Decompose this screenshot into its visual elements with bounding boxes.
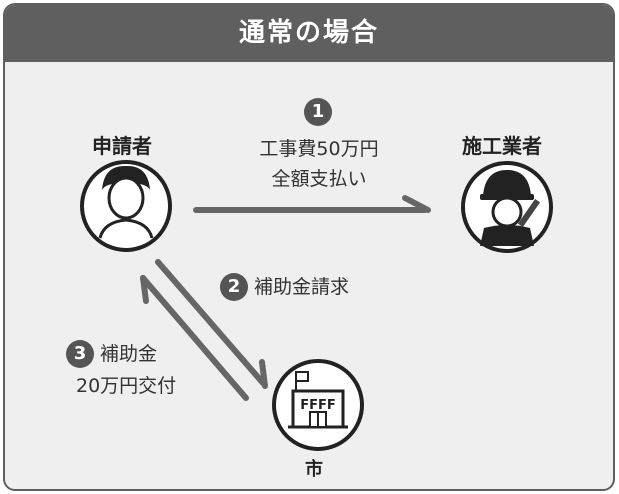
- city-label: 市: [305, 459, 323, 480]
- step-1-amount: 工事費50万円: [259, 138, 379, 160]
- step-1-badge: 1: [304, 98, 332, 126]
- step-2-badge: 2: [220, 273, 248, 301]
- city-building-icon: FFFF: [272, 359, 364, 451]
- building-sign: FFFF: [300, 398, 336, 413]
- step-2-description: 補助金請求: [254, 276, 350, 298]
- applicant-person-icon: [80, 160, 172, 252]
- arrow-subsidy-payment: [140, 275, 249, 401]
- contractor-worker-icon: [461, 161, 553, 253]
- arrow-subsidy-request: [155, 259, 268, 389]
- step-1-description: 全額支払い: [271, 168, 367, 190]
- contractor-label: 施工業者: [462, 134, 542, 158]
- step-3-amount: 20万円交付: [76, 375, 177, 397]
- step-3-badge: 3: [66, 340, 94, 368]
- applicant-label: 申請者: [92, 134, 152, 158]
- arrow-payment: [193, 195, 431, 213]
- step-3-title: 補助金: [100, 343, 158, 365]
- diagram-title: 通常の場合: [5, 5, 613, 62]
